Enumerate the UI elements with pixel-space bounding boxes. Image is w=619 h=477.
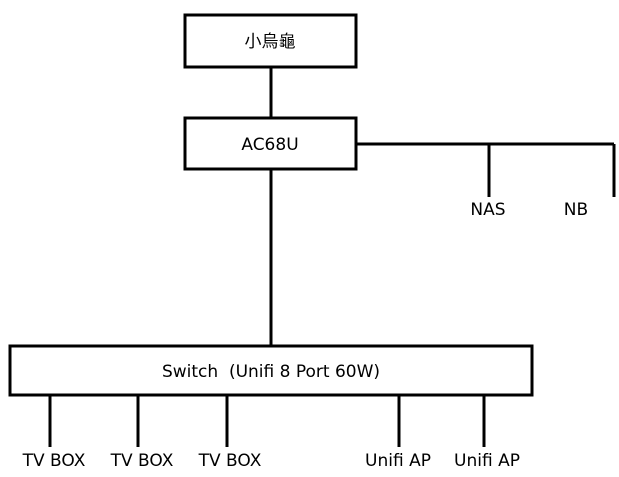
tvbox-3-label: TV BOX <box>198 451 262 471</box>
tvbox-1-label: TV BOX <box>22 451 86 471</box>
switch-label: Switch (Unifi 8 Port 60W) <box>162 362 380 382</box>
unifi-ap-2-label: Unifi AP <box>454 451 520 471</box>
top-node-label: 小烏龜 <box>245 32 296 52</box>
nb-label: NB <box>564 200 588 220</box>
router-box: AC68U <box>183 116 358 171</box>
router-label: AC68U <box>241 135 298 155</box>
switch-box: Switch (Unifi 8 Port 60W) <box>8 344 534 397</box>
unifi-ap-1-label: Unifi AP <box>365 451 431 471</box>
tvbox-2-label: TV BOX <box>110 451 174 471</box>
top-node-box: 小烏龜 <box>183 13 358 69</box>
nas-label: NAS <box>470 200 505 220</box>
